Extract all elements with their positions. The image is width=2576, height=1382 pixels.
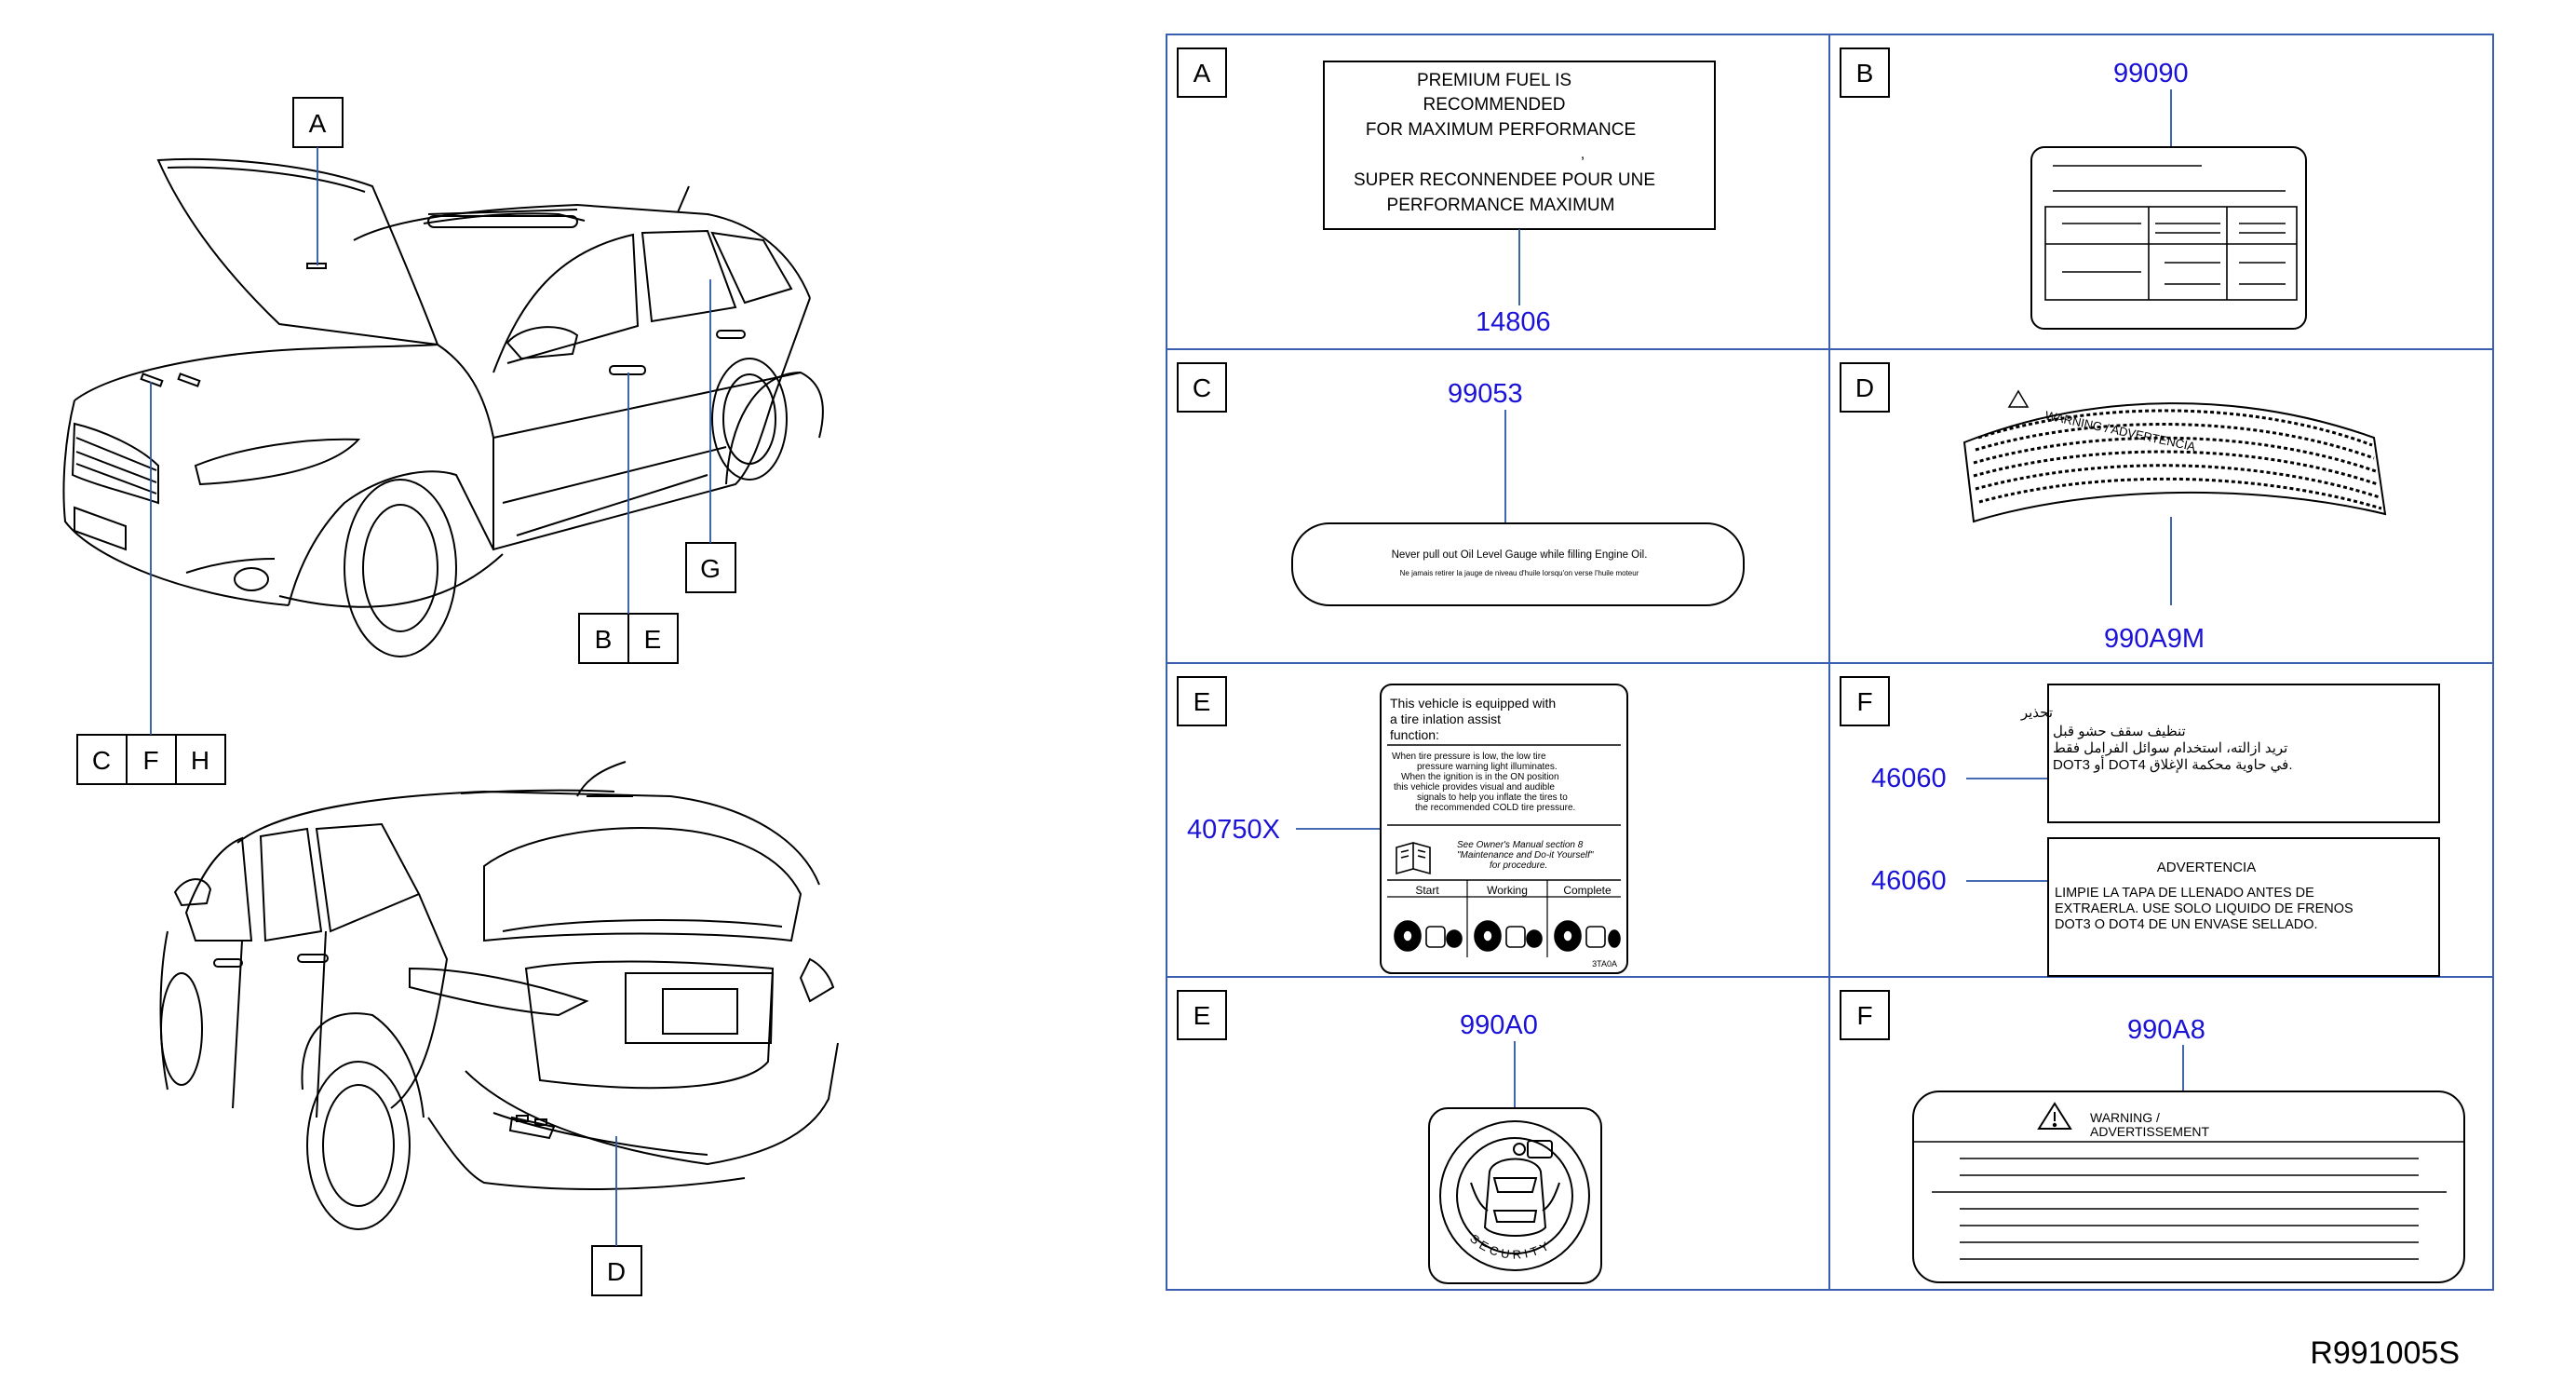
svg-text:When tire pressure is: When tire pressure is low, the low tire — [1392, 752, 1546, 762]
label-premium-fuel — [1323, 61, 1716, 230]
part-number-46060-a: 46060 — [1871, 764, 1947, 793]
diagram-code: R991005S — [2310, 1335, 2460, 1371]
part-number-46060-b: 46060 — [1871, 866, 1947, 896]
svg-text:pressure warning light i: pressure warning light illuminates. — [1417, 762, 1558, 772]
vehicle-rear-view — [159, 761, 839, 1230]
part-number-990a9m: 990A9M — [2104, 624, 2205, 654]
panel-f: 46060 تحذير تنظيف سقف حشو قبل تريد ازالت… — [1871, 684, 2440, 977]
part-number-14806: 14806 — [1476, 307, 1551, 337]
part-number-990a0: 990A0 — [1460, 1010, 1538, 1040]
svg-text:PREMIUM FUEL IS: PREMIUM FUEL IS — [1417, 71, 1571, 90]
left-callouts: A G B E C F H D — [76, 97, 736, 1296]
part-number-990a8: 990A8 — [2127, 1015, 2205, 1045]
callout-box-c — [76, 734, 128, 785]
callout-f: F — [142, 746, 158, 775]
callout-box-a — [292, 97, 344, 148]
panel-d: WARNING / ADVERTENCIA 990A9M — [1962, 389, 2387, 654]
svg-text:ADVERTISSEMENT: ADVERTISSEMENT — [2090, 1124, 2210, 1139]
callout-box-e — [627, 613, 679, 664]
panel-f2: 990A8 WARNING / ADVERTISSEMENT — [1912, 1015, 2465, 1283]
svg-text:SUPER RECONNENDEE POUR: SUPER RECONNENDEE POUR UNE — [1354, 170, 1655, 190]
svg-text:PERFORMANCE MAXIMUM: PERFORMANCE MAXIMUM — [1387, 196, 1615, 215]
callout-box-d — [591, 1245, 642, 1296]
callout-h: H — [191, 746, 209, 775]
label-brake-fluid-arabic — [2047, 684, 2440, 823]
security-car-icon — [1439, 1120, 1590, 1271]
svg-text:تحذير: تحذير — [2020, 705, 2053, 721]
svg-text:for procedure.: for procedure. — [1490, 860, 1547, 871]
svg-text:LIMPIE LA TAPA DE LLEN: LIMPIE LA TAPA DE LLENADO ANTES DE — [2055, 886, 2314, 901]
svg-text:signals to help you in: signals to help you inflate the tires to — [1417, 793, 1568, 803]
svg-text:this vehicle provides vi: this vehicle provides visual and audible — [1394, 782, 1555, 793]
svg-text:Start: Start — [1415, 884, 1439, 897]
svg-text:Ne jamais retirer: Ne jamais retirer la jauge de niveau d'h… — [1400, 569, 1639, 577]
svg-text:تنظيف سقف حشو قبل: تنظيف سقف حشو قبل — [2053, 724, 2186, 739]
panel-b: 99090 — [2030, 59, 2307, 330]
part-number-40750x: 40750X — [1187, 815, 1280, 845]
svg-text:EXTRAERLA. USE SOLO LIQU: EXTRAERLA. USE SOLO LIQUIDO DE FRENOS — [2055, 901, 2353, 916]
panel-letter-e2: E — [1194, 1001, 1211, 1030]
panel-letter-c: C — [1193, 373, 1211, 402]
part-number-99090: 99090 — [2113, 59, 2189, 88]
book-icon — [1396, 842, 1431, 875]
panel-e2: 990A0 SECURITY — [1428, 1010, 1602, 1284]
svg-text:ADVERTENCIA: ADVERTENCIA — [2157, 860, 2256, 875]
svg-text:the recommended COLD tir: the recommended COLD tire pressure. — [1415, 803, 1575, 813]
svg-text:When the ignition is i: When the ignition is in the ON position — [1401, 772, 1559, 782]
panel-letter-a: A — [1194, 59, 1211, 88]
callout-e: E — [644, 625, 662, 654]
svg-text:RECOMMENDED: RECOMMENDED — [1423, 95, 1565, 115]
warning-triangle-icon — [2037, 1102, 2072, 1130]
panel-a: PREMIUM FUEL IS RECOMMENDED FOR MAXIMUM … — [1323, 61, 1716, 337]
callout-d: D — [607, 1257, 626, 1286]
svg-text:WARNING /: WARNING / — [2090, 1110, 2160, 1125]
svg-text:DOT3 O DOT4 DE UN EN: DOT3 O DOT4 DE UN ENVASE SELLADO. — [2055, 917, 2318, 932]
svg-text:Complete: Complete — [1563, 884, 1612, 897]
panel-letters: A B C D E F E F — [1177, 47, 1890, 1040]
callout-b: B — [595, 625, 613, 654]
svg-text:Working: Working — [1487, 884, 1528, 897]
panel-letter-e: E — [1194, 687, 1211, 716]
panel-letter-d: D — [1855, 373, 1874, 402]
callout-box-h — [175, 734, 226, 785]
label-tire-inflation — [1380, 684, 1628, 974]
callout-box-b — [578, 613, 629, 664]
svg-text:,: , — [1581, 146, 1585, 162]
callout-g: G — [700, 554, 721, 583]
svg-text:a tire inlation assist: a tire inlation assist — [1390, 711, 1501, 726]
callout-c: C — [92, 746, 111, 775]
panel-e: 40750X This vehicle is equipped with a t… — [1187, 684, 1628, 974]
panel-c: 99053 Never pull out Oil Level Gauge whi… — [1291, 379, 1745, 606]
svg-text:This vehicle is equipped: This vehicle is equipped with — [1390, 696, 1556, 711]
label-oil-gauge — [1291, 522, 1745, 606]
label-brake-fluid-spanish — [2047, 837, 2440, 977]
part-number-99053: 99053 — [1448, 379, 1523, 409]
callout-a: A — [309, 109, 327, 138]
panel-letter-f2: F — [1856, 1001, 1872, 1030]
label-warning-advertissement — [1912, 1091, 2465, 1283]
svg-text:تريد ازالته، استخدام سوا: تريد ازالته، استخدام سوائل الفرامل فقط — [2053, 740, 2287, 756]
svg-text:FOR MAXIMUM PERFORMANCE: FOR MAXIMUM PERFORMANCE — [1366, 120, 1636, 140]
svg-text:3TA0A: 3TA0A — [1592, 959, 1617, 969]
panel-letter-f: F — [1856, 687, 1872, 716]
svg-text:DOT3 أو DOT4 في حاوية: DOT3 أو DOT4 في حاوية محكمة الإغلاق. — [2053, 755, 2292, 773]
vehicle-front-view — [62, 157, 824, 657]
tire-pump-icons — [1394, 920, 1621, 952]
svg-text:"Maintenance and Do-it Y: "Maintenance and Do-it Yourself" — [1457, 850, 1594, 860]
callout-box-f — [126, 734, 177, 785]
label-security — [1428, 1107, 1602, 1284]
svg-text:See Owner's Manual secti: See Owner's Manual section 8 — [1457, 840, 1584, 850]
svg-text:function:: function: — [1390, 727, 1439, 742]
panel-letter-b: B — [1856, 59, 1874, 88]
svg-text:Never pull out Oil: Never pull out Oil Level Gauge while fil… — [1392, 549, 1648, 561]
label-tire-table — [2030, 146, 2307, 330]
